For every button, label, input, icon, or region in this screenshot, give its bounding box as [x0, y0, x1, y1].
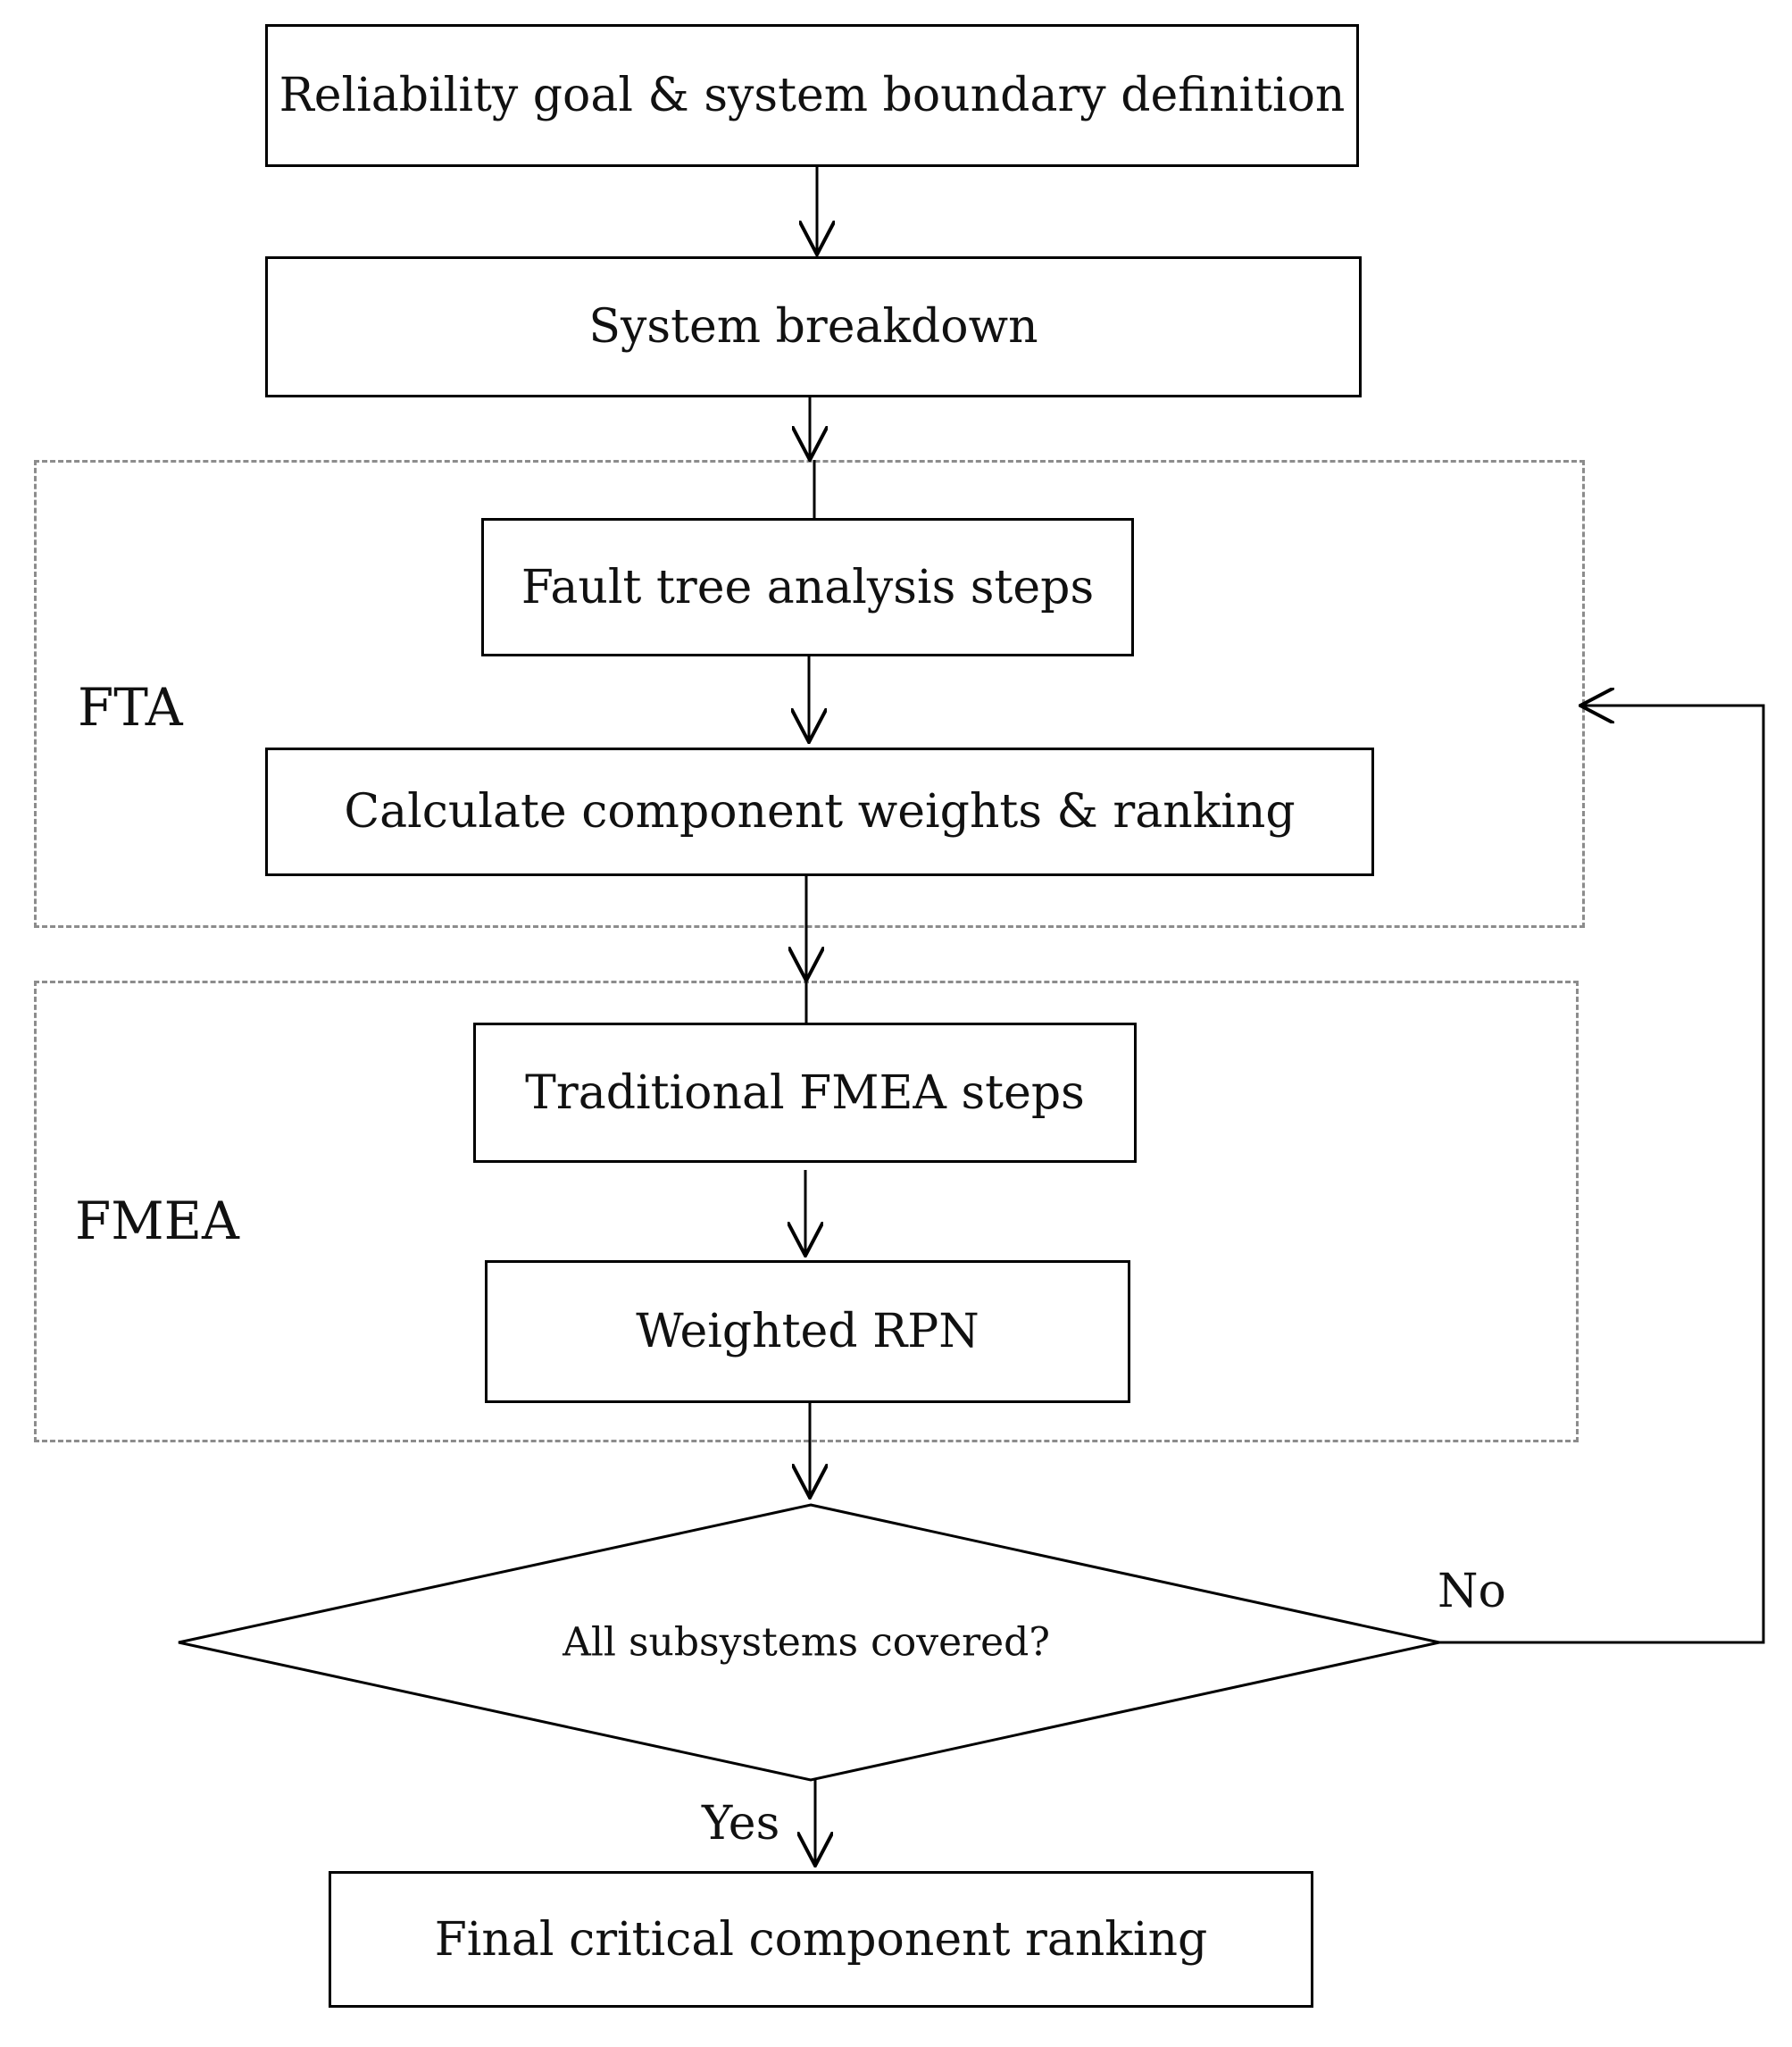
- step-final-label: Final critical component ranking: [434, 1912, 1208, 1967]
- step-goal-definition: Reliability goal & system boundary defin…: [265, 24, 1359, 167]
- decision-question: All subsystems covered?: [563, 1619, 1050, 1666]
- step-final-ranking: Final critical component ranking: [329, 1871, 1313, 2008]
- yes-branch-label: Yes: [702, 1797, 780, 1851]
- step-rpn-label: Weighted RPN: [636, 1305, 979, 1358]
- step-fault-tree-analysis: Fault tree analysis steps: [481, 518, 1134, 656]
- step-weighted-rpn: Weighted RPN: [485, 1260, 1130, 1403]
- step-fmea-label: Traditional FMEA steps: [525, 1065, 1085, 1120]
- no-branch-label: No: [1438, 1565, 1506, 1618]
- decision-diamond: [178, 1503, 1440, 1782]
- fta-group-label: FTA: [78, 677, 183, 738]
- step-traditional-fmea: Traditional FMEA steps: [473, 1023, 1137, 1163]
- step-fault-tree-label: Fault tree analysis steps: [521, 560, 1095, 614]
- step-system-breakdown: System breakdown: [265, 256, 1362, 397]
- line-no-loop: [1439, 706, 1765, 1644]
- step-breakdown-label: System breakdown: [588, 300, 1038, 354]
- step-weights-label: Calculate component weights & ranking: [344, 785, 1296, 839]
- step-component-weights: Calculate component weights & ranking: [265, 748, 1374, 876]
- step-goal-label: Reliability goal & system boundary defin…: [279, 69, 1346, 122]
- fmea-group-label: FMEA: [75, 1191, 239, 1251]
